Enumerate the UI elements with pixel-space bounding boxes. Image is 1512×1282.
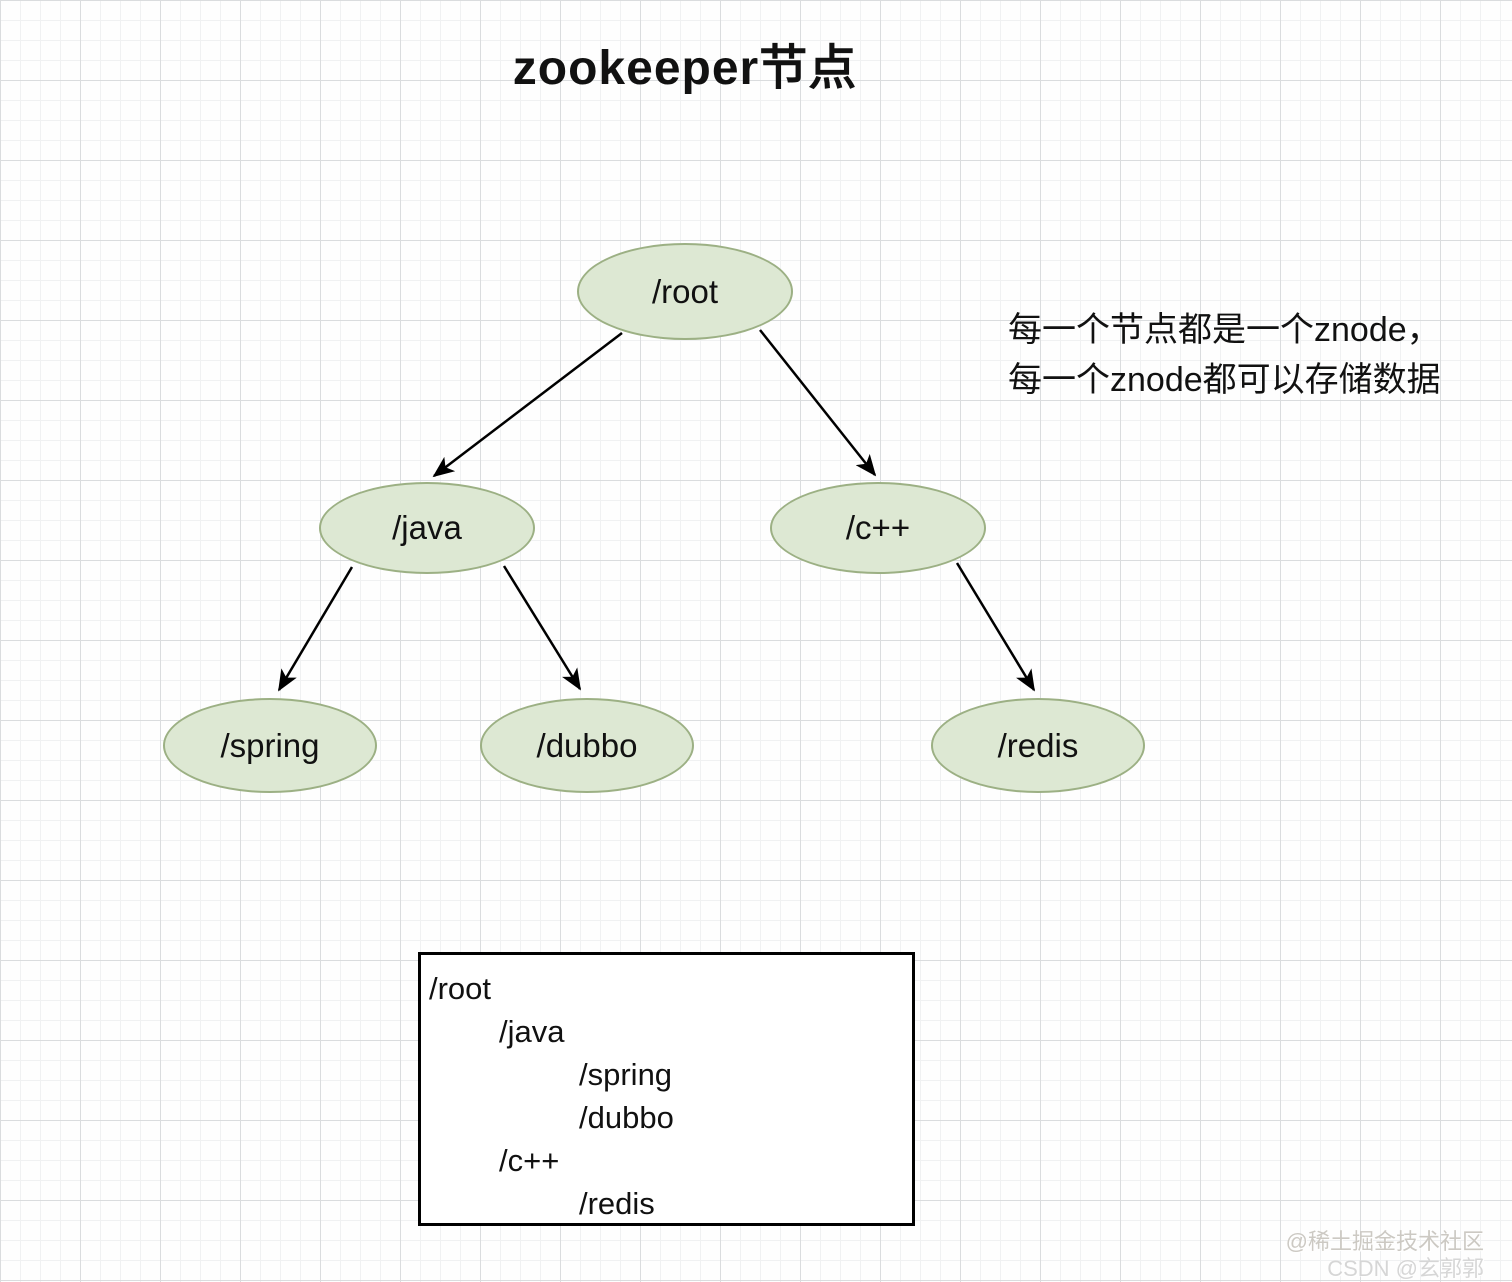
- annotation-line-1: 每一个节点都是一个znode，: [1008, 311, 1441, 349]
- edge-java-spring: [277, 566, 354, 692]
- znode-spring: /spring: [163, 698, 377, 793]
- hierarchy-line-redis: /redis: [579, 1186, 655, 1221]
- watermark-csdn: CSDN @玄郭郭: [1327, 1256, 1484, 1281]
- edge-root-java: [432, 332, 623, 478]
- hierarchy-line-dubbo: /dubbo: [579, 1100, 674, 1135]
- znode-annotation: 每一个节点都是一个znode， 每一个znode都可以存储数据: [1008, 305, 1441, 405]
- znode-root-label: /root: [651, 272, 719, 310]
- edge-root-cpp: [759, 329, 877, 477]
- znode-java-label: /java: [392, 509, 462, 546]
- znode-root: /root: [577, 243, 793, 340]
- znode-cpp: /c++: [770, 482, 986, 574]
- znode-dubbo-label: /dubbo: [536, 726, 638, 764]
- znode-cpp-label: /c++: [845, 509, 911, 546]
- hierarchy-text-box: /root /java /spring /dubbo /c++ /redis: [418, 952, 915, 1226]
- znode-dubbo: /dubbo: [480, 698, 694, 793]
- edge-java-dubbo: [502, 565, 582, 691]
- hierarchy-line-cpp: /c++: [499, 1143, 560, 1178]
- hierarchy-line-root: /root: [429, 971, 492, 1006]
- annotation-line-2: 每一个znode都可以存储数据: [1008, 361, 1441, 399]
- znode-spring-label: /spring: [220, 726, 320, 764]
- znode-redis-label: /redis: [997, 726, 1079, 764]
- diagram-title: zookeeper节点: [512, 42, 858, 95]
- watermark-juejin: @稀土掘金技术社区: [1285, 1229, 1484, 1254]
- znode-java: /java: [319, 482, 535, 574]
- hierarchy-line-spring: /spring: [579, 1057, 673, 1092]
- hierarchy-line-java: /java: [499, 1014, 565, 1049]
- edge-cpp-redis: [955, 562, 1036, 692]
- znode-redis: /redis: [931, 698, 1145, 793]
